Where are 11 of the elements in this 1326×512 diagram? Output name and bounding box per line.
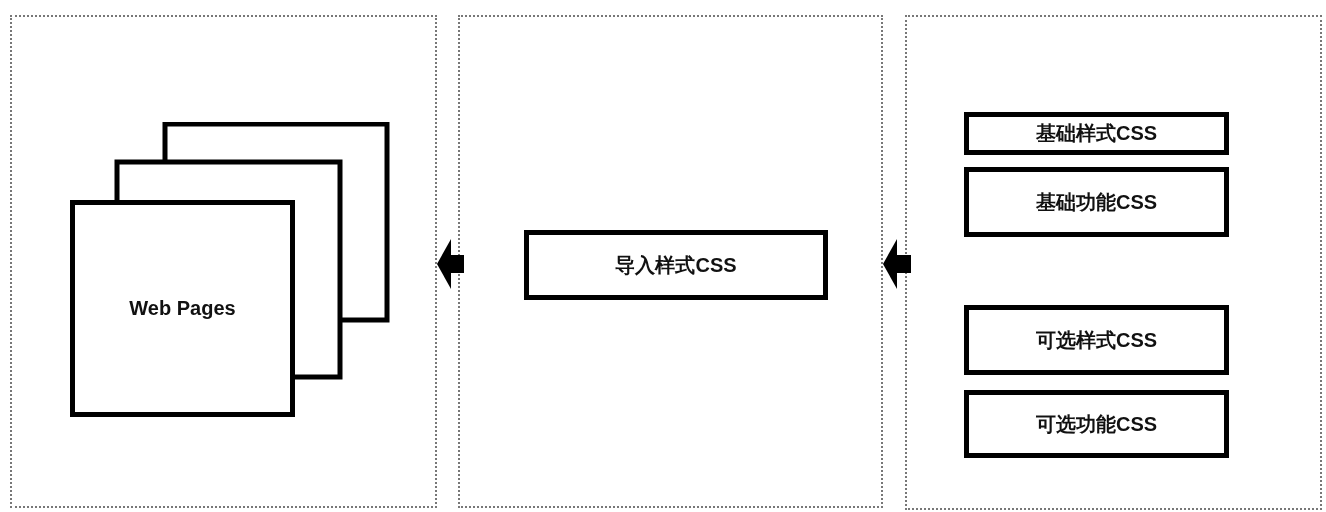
block-arrow <box>883 239 911 289</box>
dotted-panel <box>10 15 437 508</box>
stylesheet-box: 基础功能CSS <box>964 167 1229 237</box>
stylesheet-box: 可选样式CSS <box>964 305 1229 375</box>
block-arrow <box>437 239 464 289</box>
page-box: Web Pages <box>70 200 295 417</box>
dotted-panel <box>905 15 1322 510</box>
stylesheet-box: 基础样式CSS <box>964 112 1229 155</box>
dotted-panel <box>458 15 883 508</box>
stylesheet-box: 导入样式CSS <box>524 230 828 300</box>
stylesheet-box: 可选功能CSS <box>964 390 1229 458</box>
